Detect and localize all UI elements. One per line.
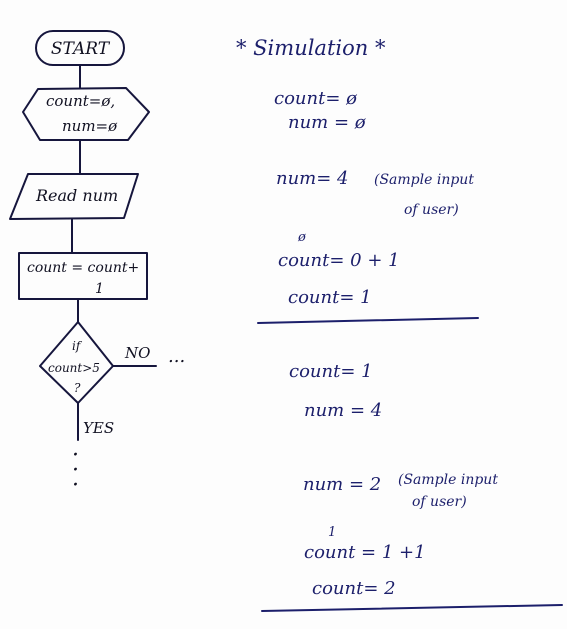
simulation-title: * Simulation *	[236, 36, 386, 60]
yes-label: YES	[83, 419, 114, 437]
sim1-init-num: num = ø	[288, 112, 367, 133]
init-line-1: count=ø,	[46, 92, 115, 110]
sim1-count-result: count= 1	[288, 287, 372, 308]
read-label: Read num	[35, 186, 118, 205]
sim1-count-update: count= 0 + 1	[278, 250, 400, 271]
init-hexagon	[22, 87, 150, 141]
sim1-input-note-1: (Sample input	[374, 172, 474, 188]
process-line-1: count = count+	[27, 260, 139, 276]
simulation-notes: * Simulation * count= ø num = ø num= 4 (…	[236, 36, 563, 612]
process-box	[18, 252, 148, 300]
down-dot-1: ·	[72, 443, 79, 468]
no-label: NO	[124, 344, 150, 362]
down-dot-2: ·	[72, 458, 79, 483]
init-line-2: num=ø	[62, 117, 118, 135]
sim2-count-result: count= 2	[312, 578, 396, 599]
read-input-parallelogram	[9, 173, 139, 220]
flowchart: START count=ø, num=ø Read num count = co…	[9, 30, 185, 498]
sim-divider-1	[257, 317, 479, 324]
decision-line-3: ?	[74, 381, 81, 395]
sim1-init-count: count= ø	[274, 88, 358, 109]
sim2-count-update: count = 1 +1	[304, 542, 426, 563]
decision-line-1: if	[72, 339, 83, 353]
sim2-input-note-2: of user)	[412, 494, 467, 510]
sim1-input-note-2: of user)	[404, 202, 459, 218]
sim1-overwrite-mark: ø	[297, 230, 306, 245]
no-ellipsis: ...	[168, 346, 185, 367]
sim2-count-value: count= 1	[289, 361, 373, 382]
decision-line-2: count>5	[48, 361, 100, 375]
start-label: START	[51, 39, 111, 59]
sim-divider-2	[261, 604, 563, 612]
sim2-input-num: num = 2	[303, 474, 381, 495]
sim2-overwrite-mark: 1	[328, 525, 336, 540]
sim1-input-num: num= 4	[276, 168, 349, 189]
process-line-2: 1	[95, 281, 104, 297]
down-dot-3: ·	[72, 473, 79, 498]
sim2-input-note-1: (Sample input	[398, 472, 498, 488]
sim2-num-value: num = 4	[304, 400, 382, 421]
